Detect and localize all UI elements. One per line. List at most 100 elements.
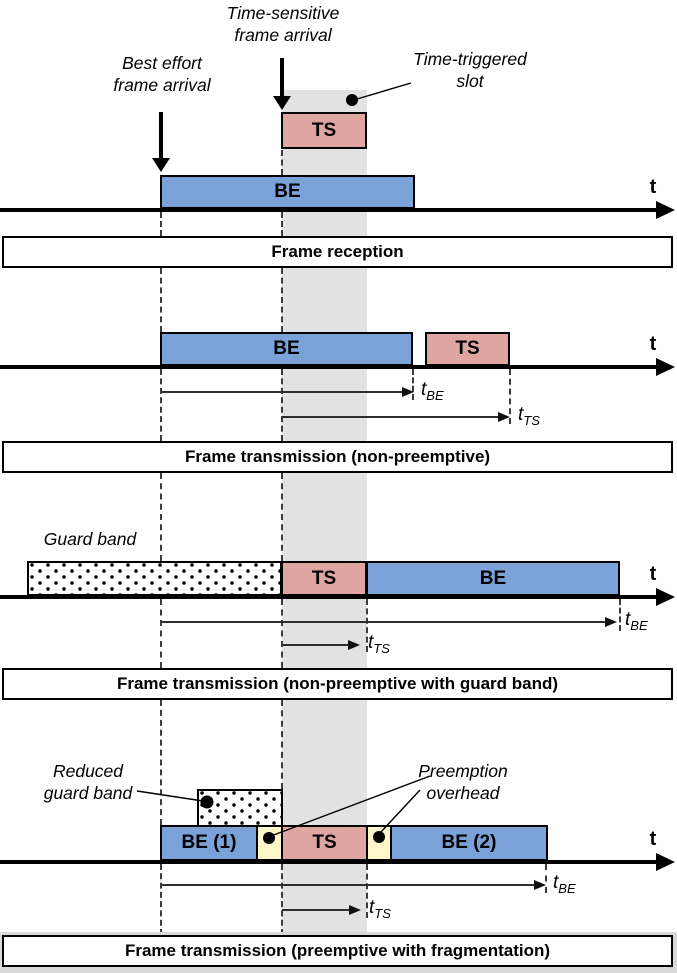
dashed-guide xyxy=(160,268,162,332)
t-be-arrowhead-icon xyxy=(605,617,617,627)
reduced-guard-band-label: Reduced guard band xyxy=(8,760,168,804)
label-line: guard band xyxy=(43,783,133,803)
ts-frame: TS xyxy=(281,561,367,596)
frame-label: BE xyxy=(479,567,507,589)
dashed-guide xyxy=(160,473,162,561)
dashed-guide xyxy=(545,864,547,893)
time-sensitive-arrival-label: Time-sensitive frame arrival xyxy=(183,2,383,46)
frame-label: TS xyxy=(312,832,337,853)
dashed-guide xyxy=(160,700,162,825)
dashed-guide xyxy=(281,150,283,175)
frame-label: TS xyxy=(311,119,337,141)
t-symbol: t xyxy=(518,404,524,425)
time-axis-label: t xyxy=(649,176,657,198)
frame-label: BE (1) xyxy=(181,832,237,853)
dashed-guide xyxy=(281,599,283,668)
be-fragment2-frame: BE (2) xyxy=(390,825,548,861)
be-frame: BE xyxy=(366,561,620,596)
time-axis-label: t xyxy=(649,563,657,585)
dashed-guide xyxy=(281,473,283,561)
dashed-guide xyxy=(619,599,621,631)
preemption-overhead-label: Preemption overhead xyxy=(383,760,543,804)
t-ts-arrow xyxy=(282,644,350,646)
frame-label: TS xyxy=(311,567,337,589)
time-triggered-slot-label: Time-triggered slot xyxy=(370,48,570,92)
frame-label: BE xyxy=(273,338,300,359)
reduced-guard-band-box xyxy=(197,789,283,827)
label-line: Guard band xyxy=(43,529,137,549)
timeline-axis xyxy=(0,860,659,864)
label-line: frame arrival xyxy=(234,25,332,45)
frame-label: TS xyxy=(455,338,480,359)
be-fragment1-frame: BE (1) xyxy=(160,825,258,861)
preemption-overhead-box-right xyxy=(366,825,392,861)
dashed-guide xyxy=(366,864,368,918)
ts-subscript: TS xyxy=(374,905,391,921)
t-be-arrowhead-icon xyxy=(534,880,546,890)
timeline-axis xyxy=(0,208,659,212)
time-axis-label: t xyxy=(649,333,657,355)
dashed-guide xyxy=(281,212,283,236)
be-frame: BE xyxy=(160,332,413,366)
t-be-label: tBE xyxy=(553,872,576,896)
down-arrow-icon xyxy=(280,58,284,96)
be-subscript: BE xyxy=(630,617,648,633)
ts-frame: TS xyxy=(281,112,367,149)
dashed-guide xyxy=(509,369,511,424)
dashed-guide xyxy=(366,599,368,652)
dashed-guide xyxy=(160,599,162,668)
label-line: Reduced xyxy=(52,761,124,781)
dashed-guide xyxy=(160,212,162,236)
axis-arrowhead-icon xyxy=(656,358,675,376)
label-line: Time-triggered xyxy=(413,49,527,69)
timeline-axis xyxy=(0,365,659,369)
t-ts-arrow xyxy=(282,909,351,911)
caption-text: Frame reception xyxy=(271,242,404,261)
t-ts-arrow xyxy=(282,416,500,418)
dashed-guide xyxy=(412,369,414,400)
t-ts-label: tTS xyxy=(369,897,391,921)
caption-box-preemptive: Frame transmission (preemptive with frag… xyxy=(2,935,673,967)
t-ts-label: tTS xyxy=(368,632,390,656)
caption-box-frame-reception: Frame reception xyxy=(2,236,673,268)
be-subscript: BE xyxy=(426,387,444,403)
t-ts-label: tTS xyxy=(518,404,540,428)
t-symbol: t xyxy=(625,609,631,630)
axis-arrowhead-icon xyxy=(656,588,675,606)
dashed-guide xyxy=(281,864,283,935)
t-be-label: tBE xyxy=(421,379,444,403)
caption-text: Frame transmission (preemptive with frag… xyxy=(124,941,551,960)
dashed-guide xyxy=(281,268,283,332)
t-be-arrowhead-icon xyxy=(402,387,414,397)
preemption-overhead-box-left xyxy=(256,825,283,861)
label-line: frame arrival xyxy=(113,75,211,95)
dashed-guide xyxy=(281,369,283,441)
t-ts-arrowhead-icon xyxy=(498,412,510,422)
ts-frame: TS xyxy=(425,332,510,366)
caption-text: Frame transmission (non-preemptive with … xyxy=(116,674,559,693)
dashed-guide xyxy=(281,700,283,789)
dashed-guide xyxy=(160,369,162,441)
be-frame: BE xyxy=(160,175,415,209)
time-triggered-slot-band xyxy=(282,90,367,932)
down-arrow-icon xyxy=(159,112,163,158)
down-arrowhead-icon xyxy=(152,158,170,172)
t-ts-arrowhead-icon xyxy=(349,905,361,915)
t-be-label: tBE xyxy=(625,609,648,633)
ts-subscript: TS xyxy=(523,412,540,428)
guard-band-box xyxy=(27,561,282,596)
t-ts-arrowhead-icon xyxy=(348,640,360,650)
frame-label: BE xyxy=(274,181,301,202)
best-effort-arrival-label: Best effort frame arrival xyxy=(62,52,262,96)
caption-text: Frame transmission (non-preemptive) xyxy=(184,447,491,466)
ts-frame: TS xyxy=(281,825,368,861)
ts-subscript: TS xyxy=(373,640,390,656)
be-subscript: BE xyxy=(558,880,576,896)
time-axis-label: t xyxy=(649,828,657,850)
label-line: Preemption xyxy=(418,761,508,781)
t-symbol: t xyxy=(368,632,374,653)
guard-band-label: Guard band xyxy=(20,528,160,550)
label-line: Time-sensitive xyxy=(226,3,340,23)
caption-box-non-preemptive: Frame transmission (non-preemptive) xyxy=(2,441,673,473)
